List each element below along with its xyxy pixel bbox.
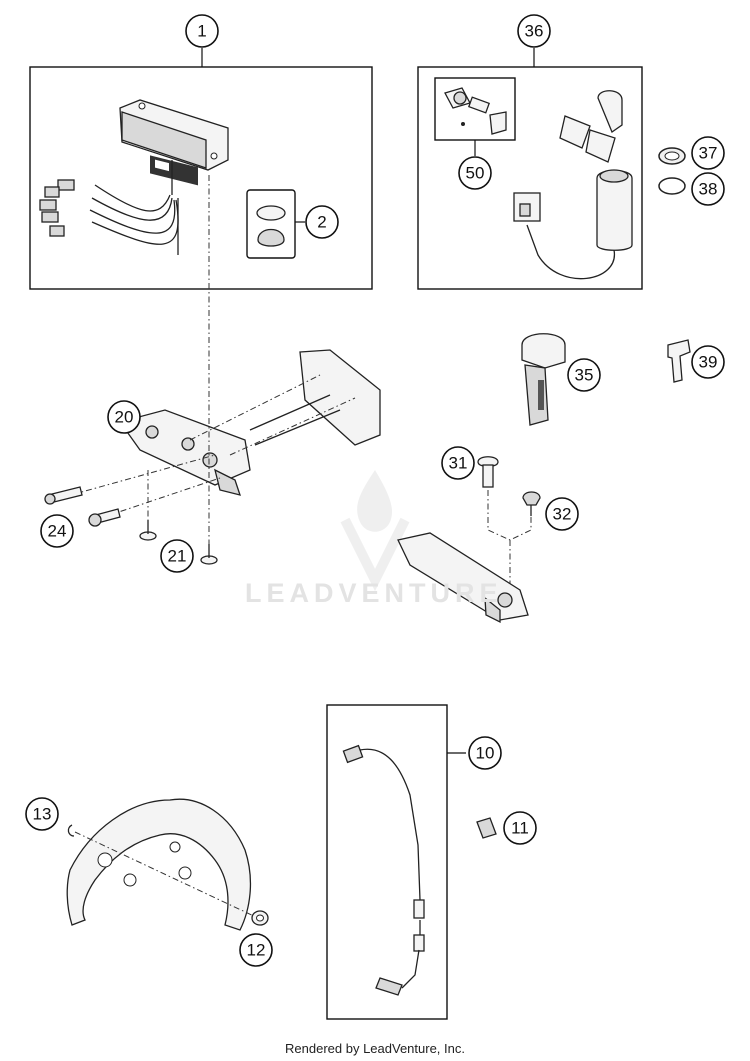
callout-35: 35: [567, 358, 601, 392]
screws-21-illustration: [139, 520, 218, 565]
rivet-32-illustration: [522, 491, 541, 516]
watermark-text: LEADVENTURE: [245, 578, 503, 608]
keys-illustration: [559, 90, 623, 163]
lower-bracket-illustration: [397, 532, 529, 624]
svg-text:32: 32: [553, 505, 572, 524]
instrument-cluster-illustration: [89, 99, 229, 255]
svg-text:35: 35: [575, 366, 594, 385]
callout-13: 13: [25, 797, 59, 831]
callout-1: 1: [185, 14, 219, 48]
svg-text:20: 20: [115, 408, 134, 427]
callout-10: 10: [468, 736, 502, 770]
svg-text:24: 24: [48, 522, 67, 541]
svg-text:11: 11: [511, 819, 529, 838]
svg-text:13: 13: [33, 805, 52, 824]
switch-housing-35-illustration: [521, 333, 566, 426]
callout-36: 36: [517, 14, 551, 48]
o-ring-38-icon: [658, 177, 686, 195]
callout-38: 38: [691, 172, 725, 206]
svg-text:39: 39: [699, 353, 718, 372]
svg-text:2: 2: [317, 213, 326, 232]
frame-sensor-cable: [326, 704, 448, 1020]
svg-text:12: 12: [247, 941, 266, 960]
frame-ignition: [417, 66, 643, 290]
frame-dashboard: [29, 66, 373, 290]
callout-50: 50: [458, 156, 492, 190]
key-39-icon: [667, 339, 691, 383]
svg-text:31: 31: [449, 454, 468, 473]
callout-31: 31: [441, 446, 475, 480]
watermark-logo-icon: [340, 470, 410, 592]
svg-text:10: 10: [476, 744, 495, 763]
callout-24: 24: [40, 514, 74, 548]
svg-text:37: 37: [699, 144, 718, 163]
callout-21: 21: [160, 539, 194, 573]
bracket-assembly-illustration: [118, 349, 381, 496]
bolts-24-illustration: [44, 486, 121, 527]
svg-text:21: 21: [168, 547, 187, 566]
pin-31-illustration: [477, 456, 499, 488]
lock-cylinder-illustration: [444, 87, 507, 135]
sensor-cable-illustration: [342, 744, 425, 996]
svg-text:50: 50: [466, 164, 485, 183]
circlip-13-icon: [67, 824, 75, 837]
footer-credit: Rendered by LeadVenture, Inc.: [285, 1041, 465, 1056]
wire-connectors-illustration: [39, 179, 75, 237]
callout-12: 12: [239, 933, 273, 967]
callout-2: 2: [305, 205, 339, 239]
inset-seal: [246, 189, 296, 259]
brake-disc-illustration: [66, 798, 252, 931]
nut-12-illustration: [251, 910, 269, 926]
callout-32: 32: [545, 497, 579, 531]
callout-11: 11: [503, 811, 537, 845]
svg-text:38: 38: [699, 180, 718, 199]
clip-11-illustration: [476, 817, 497, 839]
svg-text:1: 1: [197, 22, 206, 41]
callout-39: 39: [691, 345, 725, 379]
callout-37: 37: [691, 136, 725, 170]
callout-20: 20: [107, 400, 141, 434]
svg-text:36: 36: [525, 22, 544, 41]
ignition-switch-illustration: [513, 169, 633, 280]
